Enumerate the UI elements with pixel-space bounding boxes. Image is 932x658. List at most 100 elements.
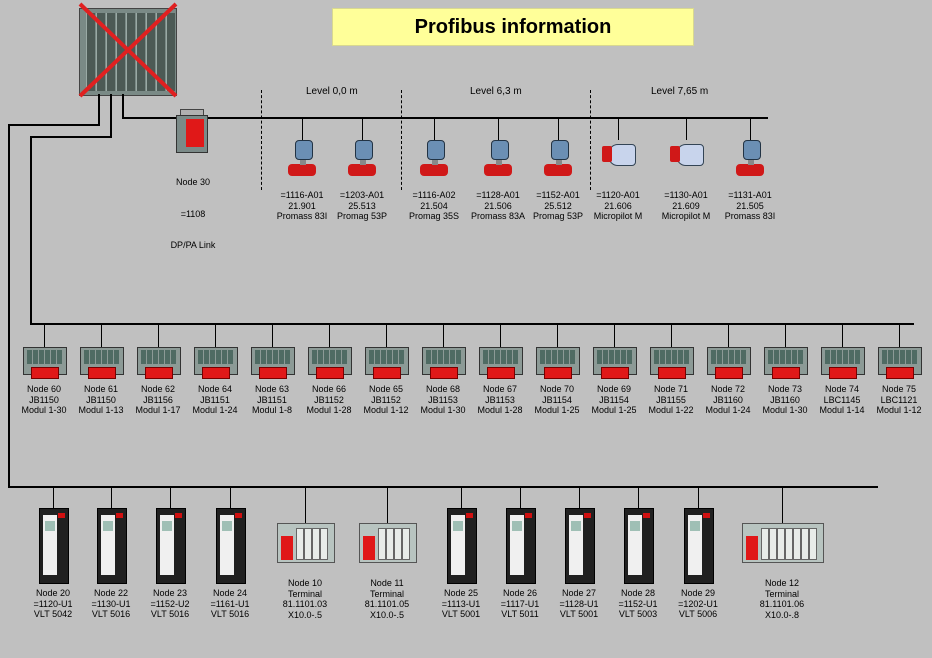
io-module [678, 350, 683, 364]
caption-line: 81.1101.03 [282, 599, 328, 609]
caption-line: 21.609 [672, 200, 700, 211]
caption-line: Terminal [764, 588, 799, 599]
io-node-icon[interactable] [878, 347, 922, 379]
radar-level-icon[interactable] [600, 140, 636, 170]
caption-line: Node 75 [881, 384, 917, 394]
frequency-drive-icon[interactable] [39, 508, 69, 584]
level-label-2: Level 7,65 m [651, 86, 709, 97]
frequency-drive-icon[interactable] [156, 508, 186, 584]
flowmeter-icon[interactable] [482, 138, 514, 182]
io-module [597, 350, 602, 364]
caption-line: Promass 83I [724, 211, 776, 221]
io-node-icon[interactable] [707, 347, 751, 379]
terminal-unit-icon[interactable] [359, 523, 417, 563]
dp-pa-link-device[interactable] [176, 109, 208, 153]
io-module [318, 350, 323, 364]
flowmeter-icon[interactable] [734, 138, 766, 182]
terminal-module [304, 528, 312, 560]
caption-line: LBC1121 [880, 394, 918, 405]
drive-display [571, 521, 581, 531]
io-module [825, 350, 830, 364]
caption-line: JB1160 [770, 394, 800, 405]
io-red-panel [373, 367, 401, 379]
bus-line [8, 124, 100, 126]
io-module [843, 350, 848, 364]
io-node-icon[interactable] [650, 347, 694, 379]
flowmeter-icon[interactable] [418, 138, 450, 182]
caption-line: Node 70 [539, 384, 575, 394]
io-module [888, 350, 893, 364]
radar-level-icon[interactable] [668, 140, 704, 170]
io-node-icon[interactable] [23, 347, 67, 379]
caption-line: Modul 1-24 [705, 405, 751, 415]
frequency-drive-icon[interactable] [684, 508, 714, 584]
io-module [273, 350, 278, 364]
terminal-red-module [746, 536, 758, 560]
io-node-icon[interactable] [593, 347, 637, 379]
flowmeter-icon[interactable] [286, 138, 318, 182]
drop-line [728, 324, 729, 348]
frequency-drive-icon[interactable] [565, 508, 595, 584]
io-node-icon[interactable] [80, 347, 124, 379]
io-module [432, 350, 437, 364]
io-module [261, 350, 266, 364]
caption-line: Promag 53P [336, 211, 388, 221]
caption-line: JB1155 [656, 394, 686, 405]
drive-display [630, 521, 640, 531]
io-module [666, 350, 671, 364]
radar-housing [602, 146, 612, 162]
caption-line: Node 72 [710, 384, 746, 394]
drive-logo [175, 513, 182, 518]
frequency-drive-icon[interactable] [624, 508, 654, 584]
caption-line: Modul 1-22 [648, 405, 694, 415]
caption-line: Node 23 [152, 588, 188, 598]
io-module [792, 350, 797, 364]
io-node-icon[interactable] [137, 347, 181, 379]
caption-line: Modul 1-12 [876, 405, 922, 415]
io-node-icon[interactable] [251, 347, 295, 379]
caption-line: =1202-U1 [678, 598, 718, 609]
terminal-unit-icon[interactable] [277, 523, 335, 563]
bus-line [122, 117, 182, 119]
flowmeter-icon[interactable] [542, 138, 574, 182]
io-module [507, 350, 512, 364]
terminal-module [296, 528, 304, 560]
io-node-icon[interactable] [479, 347, 523, 379]
io-node-icon[interactable] [308, 347, 352, 379]
io-module [27, 350, 32, 364]
io-node-icon[interactable] [194, 347, 238, 379]
frequency-drive-icon[interactable] [97, 508, 127, 584]
io-module [831, 350, 836, 364]
io-node-icon[interactable] [365, 347, 409, 379]
io-module [729, 350, 734, 364]
caption-line: JB1152 [371, 394, 401, 405]
page-title-text: Profibus information [414, 15, 612, 38]
caption-line: Promass 83I [276, 211, 328, 221]
caption-line: Modul 1-14 [819, 405, 865, 415]
frequency-drive-icon[interactable] [216, 508, 246, 584]
io-red-panel [772, 367, 800, 379]
caption-line: =1108 [180, 208, 206, 219]
drop-line [498, 118, 499, 140]
io-module [894, 350, 899, 364]
frequency-drive-icon[interactable] [506, 508, 536, 584]
io-module [102, 350, 107, 364]
terminal-unit-icon[interactable] [742, 523, 824, 563]
frequency-drive-icon[interactable] [447, 508, 477, 584]
io-node-icon[interactable] [764, 347, 808, 379]
io-node-icon[interactable] [821, 347, 865, 379]
io-node-icon[interactable] [422, 347, 466, 379]
flowmeter-icon[interactable] [346, 138, 378, 182]
io-node-icon[interactable] [536, 347, 580, 379]
drop-line [520, 487, 521, 509]
caption-line: Modul 1-12 [363, 405, 409, 415]
terminal-module [386, 528, 394, 560]
